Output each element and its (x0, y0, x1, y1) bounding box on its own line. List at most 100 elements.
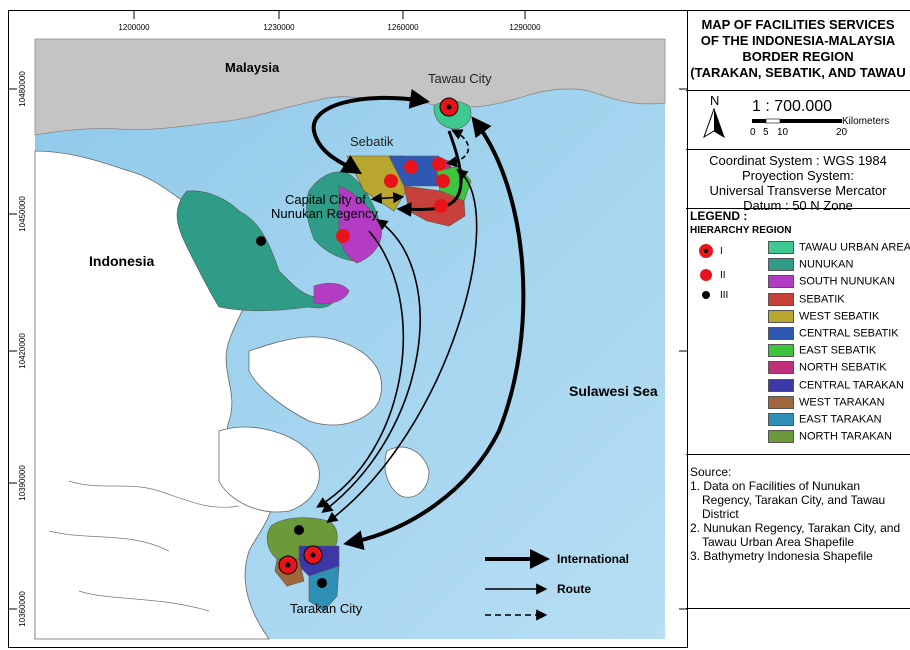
grid-x-3: 1260000 (387, 23, 419, 32)
route-nunukan-tarakan (321, 219, 421, 514)
legend-region-west-sebatik: WEST SEBATIK (768, 309, 879, 323)
legend-swatch (768, 430, 794, 444)
legend-swatch (768, 258, 794, 272)
legend-region-label: WEST TARAKAN (799, 396, 885, 409)
label-tarakan: Tarakan City (290, 601, 363, 616)
title-line-1: MAP OF FACILITIES SERVICES (701, 17, 895, 32)
intl-arrow-tawau-nunukan (311, 88, 430, 175)
map-canvas: 1200000 1230000 1260000 1290000 10480000… (9, 11, 687, 640)
map-panel: 1200000 1230000 1260000 1290000 10480000… (8, 10, 688, 648)
grid-x-1: 1200000 (118, 23, 150, 32)
point-nunukan-h3 (256, 236, 266, 246)
label-sulawesi: Sulawesi Sea (569, 383, 658, 399)
route-nunukan-tarakan-2 (316, 230, 405, 508)
north-label: N (710, 93, 719, 108)
legend-region-label: EAST TARAKAN (799, 413, 882, 426)
legend-region-south-nunukan: SOUTH NUNUKAN (768, 275, 895, 289)
map-title: MAP OF FACILITIES SERVICES OF THE INDONE… (686, 11, 910, 91)
legend-swatch (768, 241, 794, 254)
source-item-1: 1. Data on Facilities of Nunukan Regency… (690, 479, 886, 521)
point-sebatik-h2c (432, 157, 446, 171)
legend-region-sebatik: SEBATIK (768, 292, 845, 306)
coordinate-info: Coordinat System : WGS 1984 Proyection S… (686, 149, 910, 213)
coord-line-2: Proyection System: (742, 168, 854, 183)
title-line-4: (TARAKAN, SEBATIK, AND TAWAU (690, 65, 906, 80)
point-sebatik-h2b (404, 160, 418, 174)
label-capital-1: Capital City of (285, 192, 366, 207)
legend-region-label: NORTH TARAKAN (799, 430, 892, 443)
point-sebatik-h2d (436, 174, 450, 188)
hierarchy-i: I (698, 243, 738, 262)
route-nunukan-sebatik (370, 191, 405, 205)
legend-region-central-tarakan: CENTRAL TARAKAN (768, 378, 904, 392)
legend-swatch (768, 395, 794, 409)
legend-region-label: TAWAU URBAN AREA (799, 241, 910, 254)
legend-region-east-sebatik: EAST SEBATIK (768, 344, 877, 358)
legend-region-label: NUNUKAN (799, 258, 854, 271)
source-item-3: 3. Bathymetry Indonesia Shapefile (690, 549, 873, 563)
facility-points (256, 97, 459, 588)
legend-swatch (768, 309, 794, 323)
legend-swatch (768, 292, 794, 306)
legend-swatch (768, 327, 794, 340)
coord-line-1: Coordinat System : WGS 1984 (709, 153, 887, 168)
coord-line-4: Datum : 50 N Zone (743, 198, 853, 213)
scale-tick-5: 5 (763, 127, 769, 138)
legend-region-east-tarakan: EAST TARAKAN (768, 413, 882, 426)
point-sebatik-h2a (384, 174, 398, 188)
grid-y-4: 10390000 (18, 465, 27, 501)
grid-y-5: 10360000 (18, 591, 27, 627)
legend-swatch (768, 344, 794, 358)
scale-box: N 1 : 700.000 Kilometers 0 5 10 20 (686, 91, 910, 150)
hierarchy-iii-label: III (720, 290, 729, 301)
scale-tick-20: 20 (836, 127, 848, 138)
route-legend (485, 549, 550, 621)
legend-region-label: SEBATIK (799, 293, 845, 306)
river-lines (48, 480, 240, 612)
grid-ticks (9, 11, 687, 610)
label-capital-2: Nunukan Regency (271, 206, 378, 221)
legend-region-label: CENTRAL SEBATIK (799, 327, 899, 340)
legend-region-west-tarakan: WEST TARAKAN (768, 395, 885, 409)
legend-international: International (557, 552, 629, 566)
grid-y-3: 10420000 (18, 333, 27, 369)
coord-line-3: Universal Transverse Mercator (709, 183, 887, 198)
delta-islands-2 (218, 426, 320, 513)
label-indonesia: Indonesia (89, 253, 155, 269)
dashed-route-tawau-sebatik (445, 129, 470, 168)
source-item-2: 2. Nunukan Regency, Tarakan City, and Ta… (690, 521, 901, 549)
route-arrows (311, 88, 526, 551)
scale-unit: Kilometers (842, 116, 889, 127)
region-east-tarakan (308, 565, 340, 612)
legend-region-label: NORTH SEBATIK (799, 361, 887, 374)
scale-tick-10: 10 (777, 127, 789, 138)
hierarchy-ii-label: II (720, 270, 726, 281)
title-line-3: BORDER REGION (742, 49, 854, 64)
hierarchy-iii: III (698, 287, 738, 306)
point-tarakan-h3a (294, 525, 304, 535)
label-sebatik: Sebatik (350, 134, 394, 149)
legend-swatch (768, 275, 794, 289)
grid-x-4: 1290000 (509, 23, 541, 32)
label-malaysia: Malaysia (225, 60, 280, 75)
side-panel: MAP OF FACILITIES SERVICES OF THE INDONE… (686, 10, 910, 647)
legend-region-tawau-urban-area: TAWAU URBAN AREA (768, 241, 910, 254)
title-line-2: OF THE INDONESIA-MALAYSIA (700, 33, 896, 48)
legend-region-nunukan: NUNUKAN (768, 258, 854, 272)
scale-ratio: 1 : 700.000 (752, 98, 832, 115)
legend-region-label: SOUTH NUNUKAN (799, 275, 895, 288)
grid-y-2: 10450000 (18, 196, 27, 232)
legend-title: LEGEND : (690, 209, 748, 223)
source-title: Source: (690, 465, 732, 479)
scale-tick-0: 0 (750, 127, 756, 138)
point-tarakan-h3b (317, 578, 327, 588)
hierarchy-ii: II (698, 267, 738, 286)
legend-box: LEGEND : HIERARCHY REGION I II III TAWAU… (686, 209, 910, 455)
grid-x-2: 1230000 (263, 23, 295, 32)
legend-region-label: EAST SEBATIK (799, 344, 877, 357)
legend-subtitle: HIERARCHY REGION (690, 225, 792, 236)
label-tawau: Tawau City (428, 71, 492, 86)
legend-swatch (768, 378, 794, 392)
scale-graphic: N 1 : 700.000 Kilometers 0 5 10 20 (703, 93, 889, 139)
